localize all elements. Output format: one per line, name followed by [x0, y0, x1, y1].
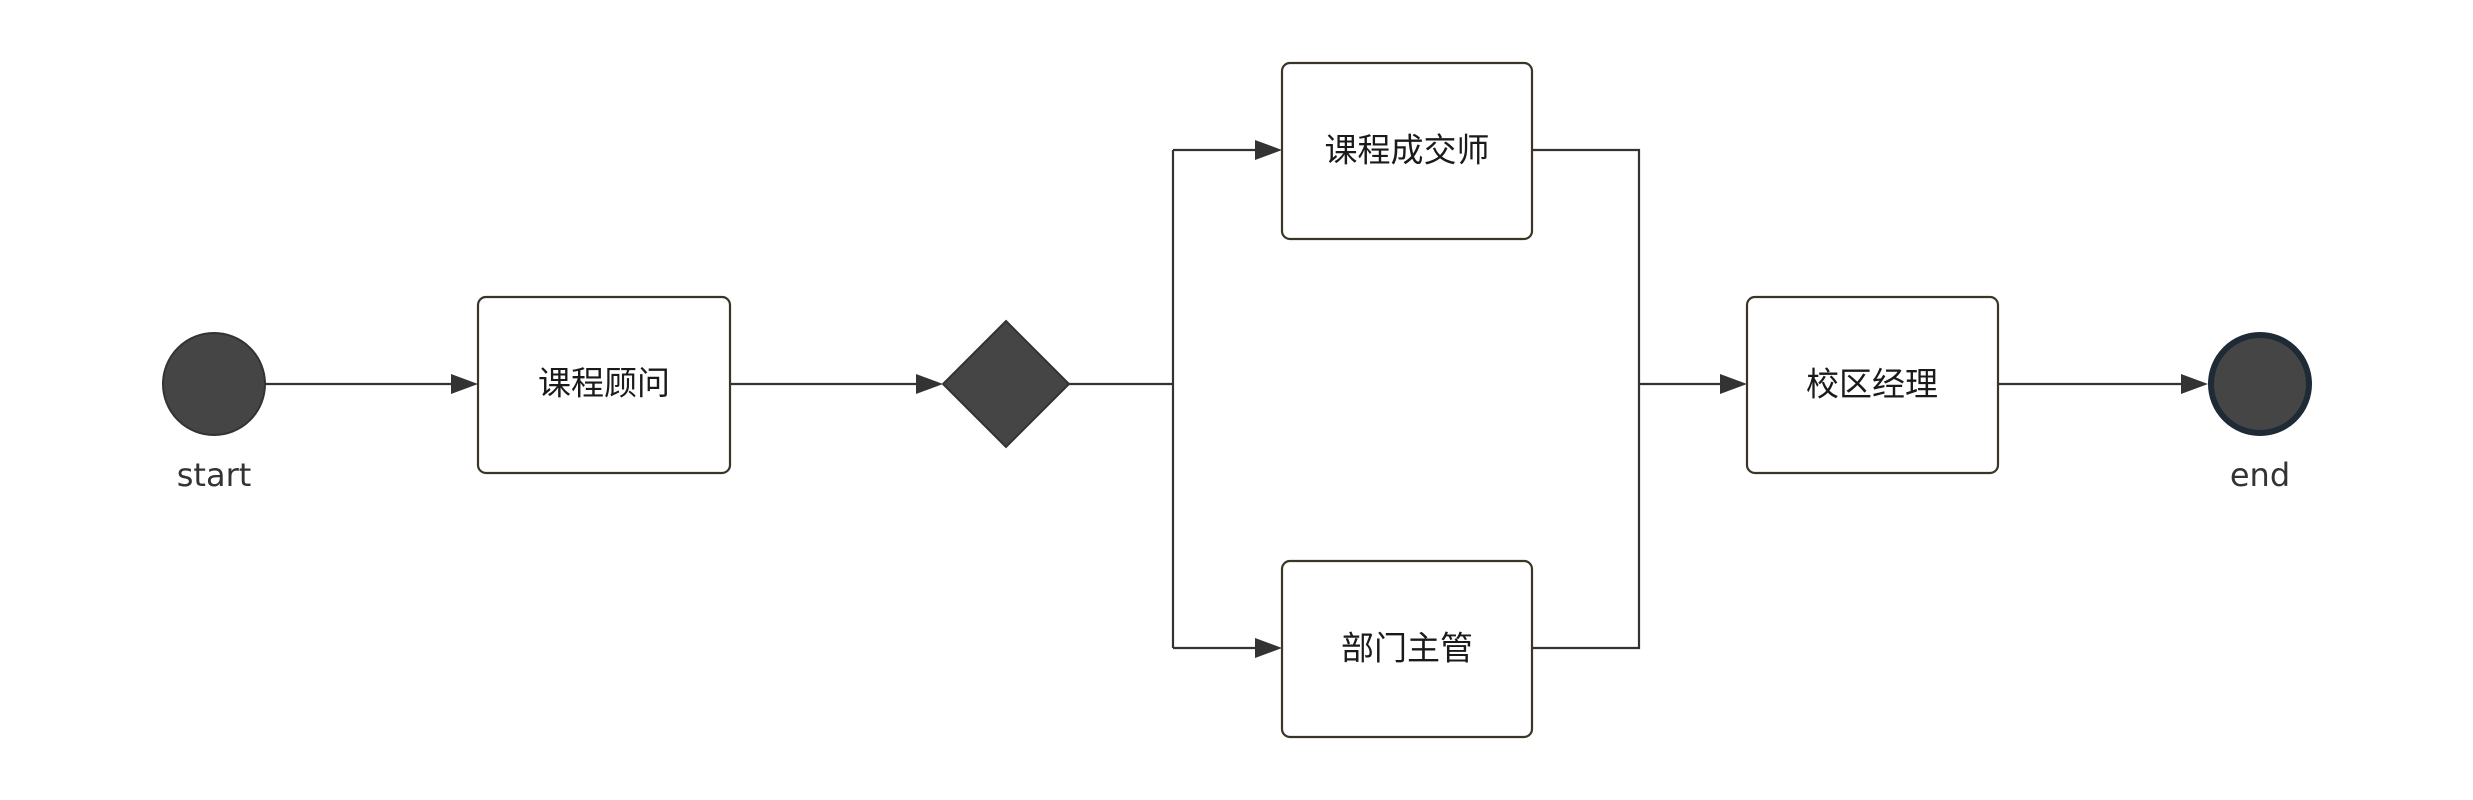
- decision-diamond: [941, 319, 1071, 449]
- node-deal-teacher-label: 课程成交师: [1325, 131, 1490, 170]
- end-circle: [2208, 332, 2312, 436]
- start-label: start: [177, 456, 252, 494]
- node-dept-supervisor-label: 部门主管: [1341, 629, 1473, 668]
- node-deal-teacher: 课程成交师: [1280, 61, 1534, 241]
- arrowhead-supervisor: [1255, 638, 1282, 658]
- node-campus-manager-label: 校区经理: [1806, 365, 1938, 404]
- decision-node: [941, 319, 1071, 449]
- node-consultant: 课程顾问: [476, 295, 732, 475]
- node-dept-supervisor: 部门主管: [1280, 559, 1534, 739]
- edge-deal-teacher-to-merge: [1532, 148, 1641, 650]
- edges: [265, 140, 2208, 658]
- node-campus-manager-box: [1745, 295, 2000, 475]
- node-consultant-box: [476, 295, 732, 475]
- arrowhead-deal-teacher: [1255, 140, 1282, 160]
- node-dept-supervisor-box: [1280, 559, 1534, 739]
- arrowhead-consultant: [451, 374, 478, 394]
- arrowhead-decision: [916, 374, 943, 394]
- node-consultant-label: 课程顾问: [538, 364, 670, 403]
- arrowhead-campus-manager: [1720, 374, 1747, 394]
- arrowhead-end: [2181, 374, 2208, 394]
- end-label: end: [2230, 456, 2290, 494]
- end-node: end: [2208, 332, 2312, 494]
- start-circle: [162, 332, 266, 436]
- node-campus-manager: 校区经理: [1745, 295, 2000, 475]
- node-deal-teacher-box: [1280, 61, 1534, 241]
- start-node: start: [162, 332, 266, 494]
